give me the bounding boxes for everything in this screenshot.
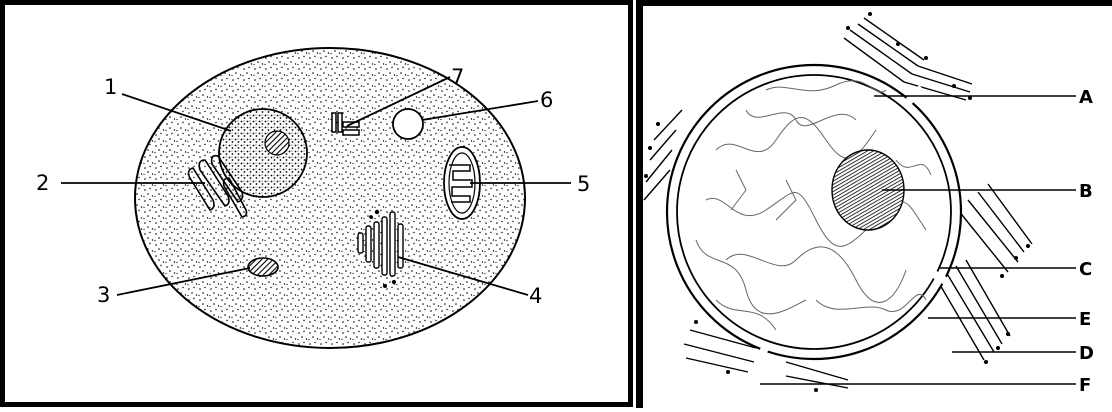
ribosome: [248, 258, 278, 276]
label-2: 2: [36, 171, 49, 195]
cell-diagram-panel: 1 2 3 4 5 6 7: [0, 0, 636, 408]
nuclear-envelope-inner: [677, 75, 951, 349]
label-A: A: [1079, 87, 1093, 108]
label-C: C: [1079, 259, 1092, 280]
label-D: D: [1079, 343, 1094, 364]
label-7: 7: [451, 65, 464, 89]
label-E: E: [1079, 309, 1091, 330]
nucleus-diagram-panel: A B C E D F: [636, 0, 1112, 408]
nucleus-diagram: A B C E D F: [636, 0, 1112, 408]
label-3: 3: [97, 283, 110, 307]
label-6: 6: [540, 88, 553, 112]
right-frame-top: [636, 0, 1112, 6]
label-F: F: [1079, 375, 1091, 396]
vacuole: [393, 109, 423, 139]
label-5: 5: [577, 172, 590, 196]
nucleolus: [265, 131, 289, 155]
label-B: B: [1079, 181, 1093, 202]
label-1: 1: [104, 75, 117, 99]
right-frame-left: [636, 0, 643, 408]
label-4: 4: [529, 284, 542, 308]
cell-diagram: 1 2 3 4 5 6 7: [0, 0, 636, 408]
